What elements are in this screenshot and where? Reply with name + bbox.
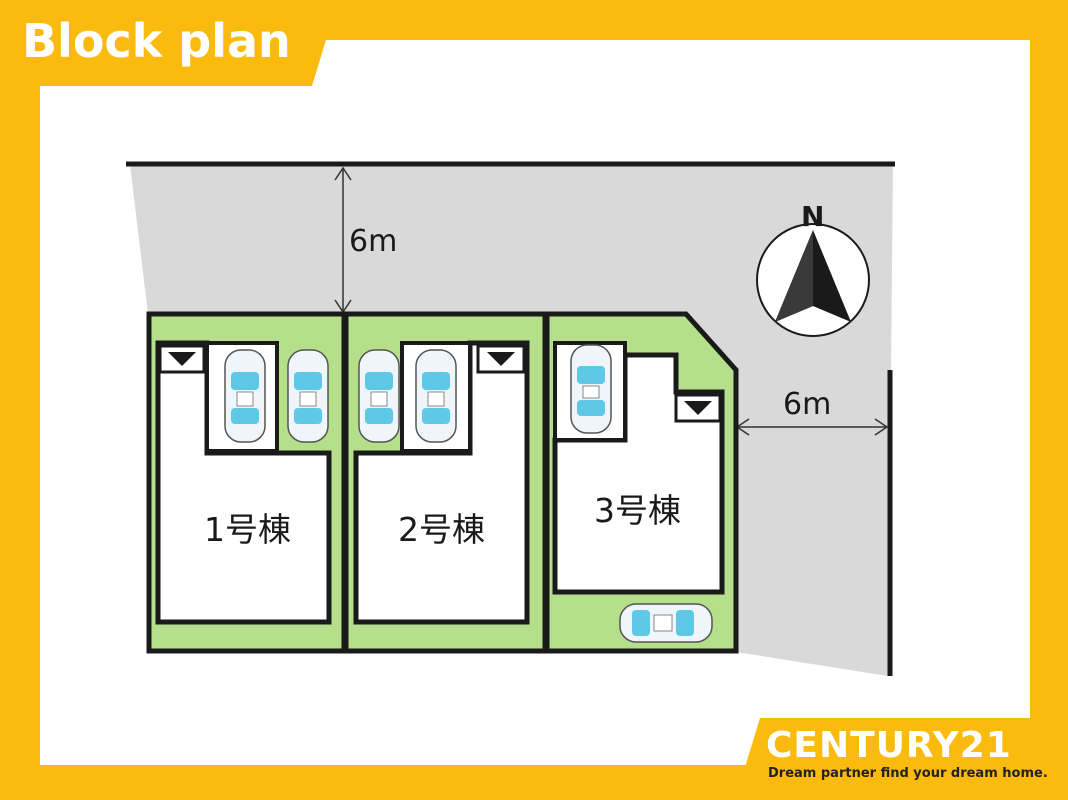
north-road-width-label: 6m (349, 224, 397, 259)
north-compass-icon (756, 223, 870, 337)
brand-tab (735, 718, 1068, 800)
entrance-marker-2 (476, 344, 526, 374)
car-icon-2a (358, 349, 400, 443)
building-2-label: 2号棟 (398, 510, 485, 549)
car-icon-1a (224, 349, 266, 443)
car-icon-3a (570, 344, 612, 434)
car-icon-1b (287, 349, 329, 443)
title-tab (0, 0, 338, 86)
page-title: Block plan (22, 14, 291, 68)
car-icon-2b (415, 349, 457, 443)
car-icon-3b (619, 603, 713, 643)
building-3-label: 3号棟 (594, 491, 681, 530)
road-area (130, 165, 893, 676)
entrance-marker-3 (674, 393, 722, 423)
brand-logo-text: CENTURY21 (766, 725, 1012, 766)
east-road-width-label: 6m (783, 387, 831, 422)
building-1-label: 1号棟 (204, 510, 291, 549)
brand-tagline: Dream partner find your dream home. (768, 766, 1048, 781)
compass-north-label: N (801, 200, 824, 233)
entrance-marker-1 (158, 344, 206, 374)
